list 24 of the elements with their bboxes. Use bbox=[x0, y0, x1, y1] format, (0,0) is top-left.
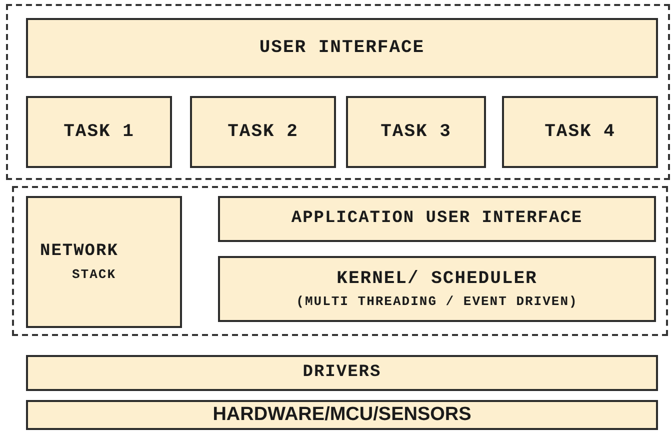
dashed-group-frame bbox=[12, 186, 668, 336]
layer-label: APPLICATION USER INTERFACE bbox=[291, 208, 583, 230]
layer-box bbox=[346, 96, 486, 168]
layer-box bbox=[502, 96, 658, 168]
layer-box bbox=[26, 355, 658, 391]
layer-label: TASK 3 bbox=[380, 120, 452, 144]
layer-box bbox=[26, 18, 658, 78]
layer-sublabel: STACK bbox=[72, 266, 116, 283]
layer-label: NETWORK bbox=[40, 241, 118, 262]
layer-label: TASK 1 bbox=[64, 120, 134, 144]
layer-label: HARDWARE/MCU/SENSORS bbox=[212, 403, 472, 427]
layer-label: KERNEL/ SCHEDULER bbox=[336, 268, 538, 290]
layer-box bbox=[26, 400, 658, 430]
layer-box bbox=[26, 196, 182, 328]
layer-box bbox=[26, 96, 172, 168]
layer-sublabel: (MULTI THREADING / EVENT DRIVEN) bbox=[296, 294, 578, 310]
layer-box bbox=[190, 96, 336, 168]
layer-label: TASK 2 bbox=[228, 120, 298, 144]
dashed-group-frame bbox=[6, 4, 670, 180]
layer-box bbox=[218, 256, 656, 322]
layer-box bbox=[218, 196, 656, 242]
layer-label: DRIVERS bbox=[302, 362, 382, 384]
layer-label: USER INTERFACE bbox=[259, 36, 425, 60]
layer-label: TASK 4 bbox=[544, 120, 616, 144]
